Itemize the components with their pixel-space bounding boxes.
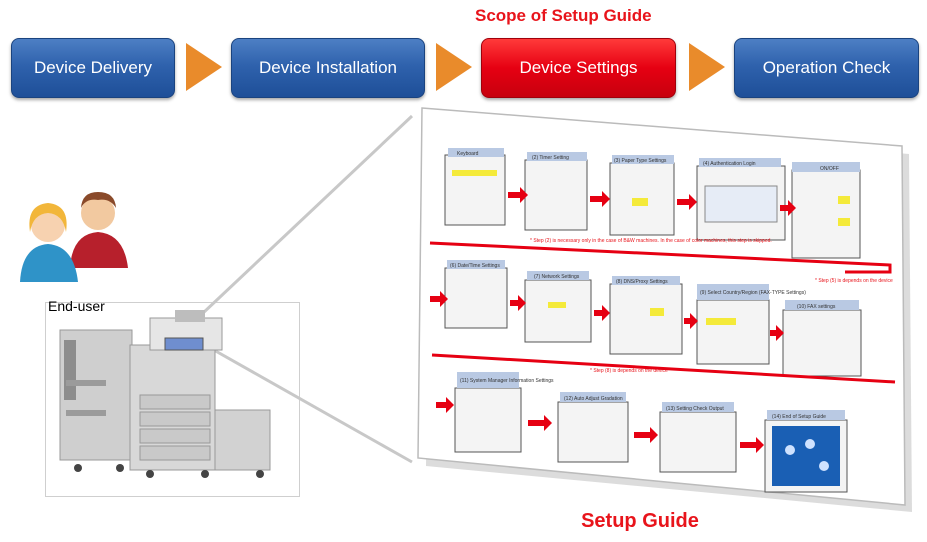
note-step-2: * Step (2) is necessary only in the case… xyxy=(530,238,772,244)
screen-label-dns: (8) DNS/Proxy Settings xyxy=(616,279,668,285)
screen-label-network: (7) Network Settings xyxy=(534,274,580,280)
guide-row-3: (11) System Manager Information Settings… xyxy=(436,372,848,493)
screen-label-timer: (2) Timer Setting xyxy=(532,155,569,161)
end-user-label: End-user xyxy=(48,298,105,314)
screen-label-auth: (4) Authentication Login xyxy=(703,161,756,167)
flow-arrow-2 xyxy=(436,43,472,91)
screen-label-paper: (3) Paper Type Settings xyxy=(614,158,667,164)
setup-guide-sheet: Keyboard (2) Timer Setting (3) Paper Typ… xyxy=(417,107,912,512)
step-operation-check: Operation Check xyxy=(734,38,919,98)
step-device-delivery: Device Delivery xyxy=(11,38,175,98)
step-device-installation: Device Installation xyxy=(231,38,425,98)
screen-label-check: (13) Setting Check Output xyxy=(666,406,724,412)
end-user-icon xyxy=(20,192,128,282)
guide-row-1: Keyboard (2) Timer Setting (3) Paper Typ… xyxy=(444,148,861,259)
screen-label-end: (14) End of Setup Guide xyxy=(772,414,826,420)
note-step-5: * Step (5) is depends on the device xyxy=(815,278,893,284)
connector-line-top xyxy=(183,114,414,332)
screen-label-sysmgr: (11) System Manager Information Settings xyxy=(460,378,554,384)
screen-label-country: (9) Select Country/Region (FAX-TYPE Sett… xyxy=(700,290,806,296)
screen-label-datetime: (6) Date/Time Settings xyxy=(450,263,500,269)
screen-label-gradation: (12) Auto Adjust Gradation xyxy=(564,396,623,402)
step-device-settings: Device Settings xyxy=(481,38,676,98)
connector-line-bottom xyxy=(204,343,413,464)
screen-label-onoff: ON/OFF xyxy=(820,166,839,172)
setup-guide-title: Setup Guide xyxy=(581,510,699,532)
flow-arrow-3 xyxy=(689,43,725,91)
printer-illustration xyxy=(59,310,271,478)
flow-arrow-1 xyxy=(186,43,222,91)
note-step-8: * Step (8) is depends on the device xyxy=(590,368,668,374)
screen-label-fax: (10) FAX settings xyxy=(797,304,836,310)
screen-label-keyboard: Keyboard xyxy=(457,151,479,157)
guide-row-2: (6) Date/Time Settings (7) Network Setti… xyxy=(430,260,862,377)
scope-of-setup-guide-label: Scope of Setup Guide xyxy=(475,6,652,25)
